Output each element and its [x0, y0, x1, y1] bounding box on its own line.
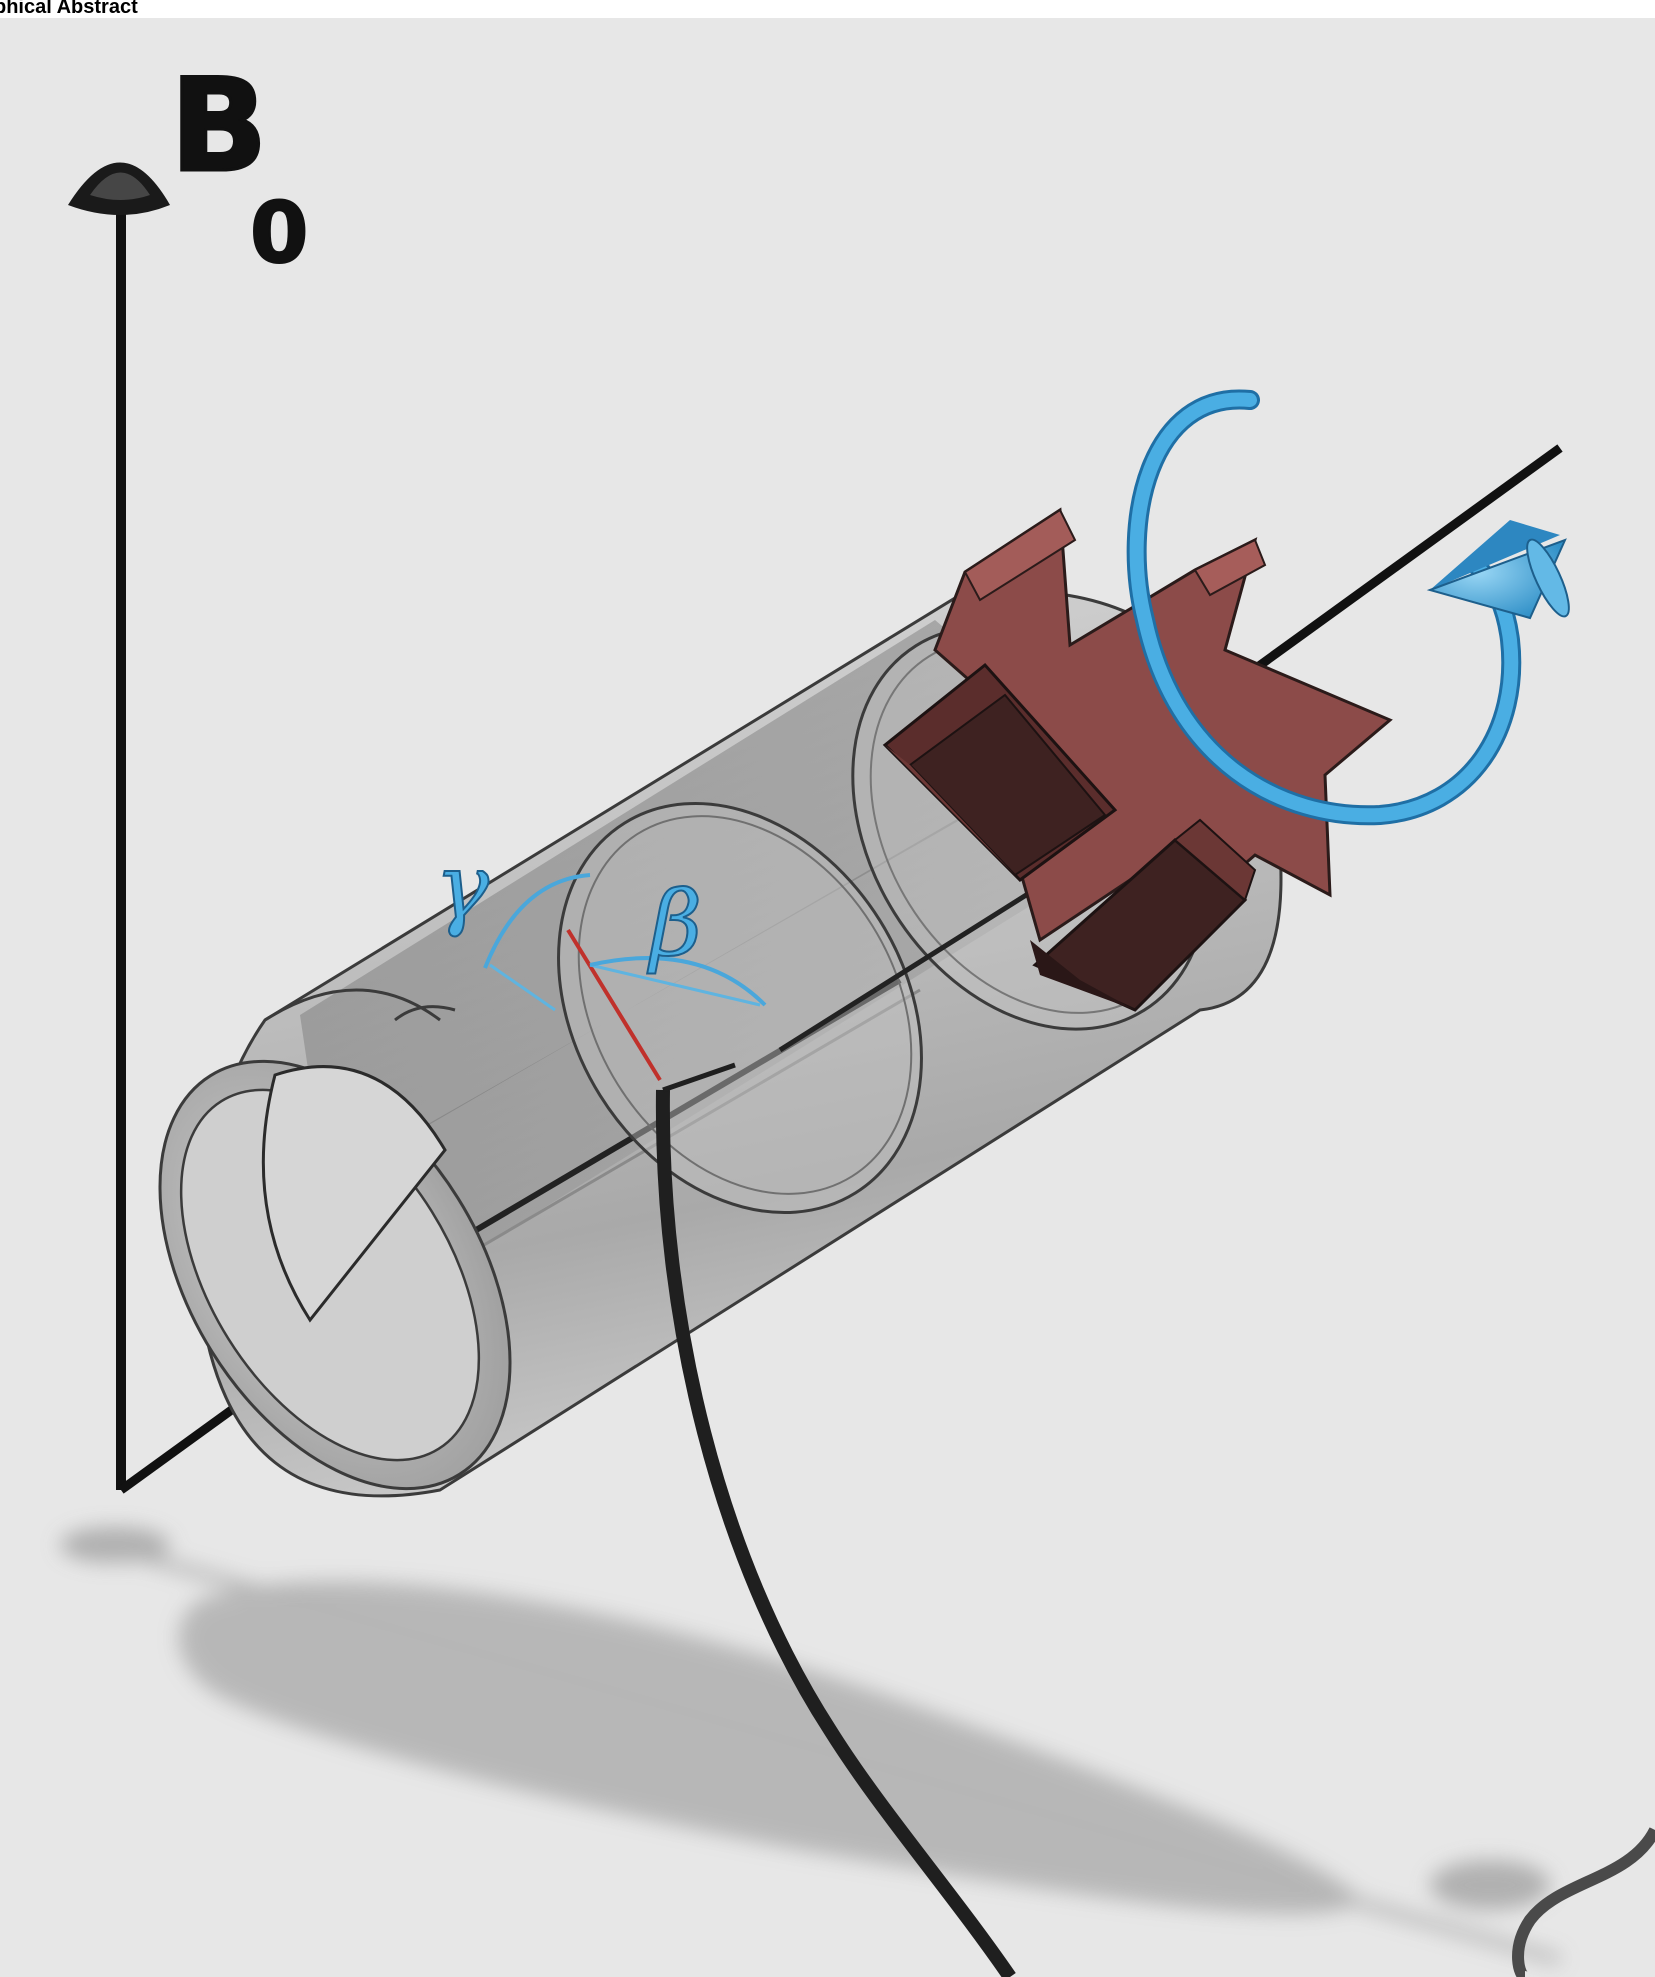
- b0-label-subscript: 0: [250, 184, 308, 282]
- beta-label: β: [647, 872, 702, 977]
- page-title: phical Abstract: [0, 0, 138, 19]
- diagram-canvas: B 0: [0, 18, 1655, 1977]
- b0-label-main: B: [170, 52, 268, 201]
- mas-rotor-diagram: B 0: [0, 18, 1655, 1977]
- header-bar: phical Abstract: [0, 0, 1655, 18]
- gamma-label: γ: [435, 835, 489, 940]
